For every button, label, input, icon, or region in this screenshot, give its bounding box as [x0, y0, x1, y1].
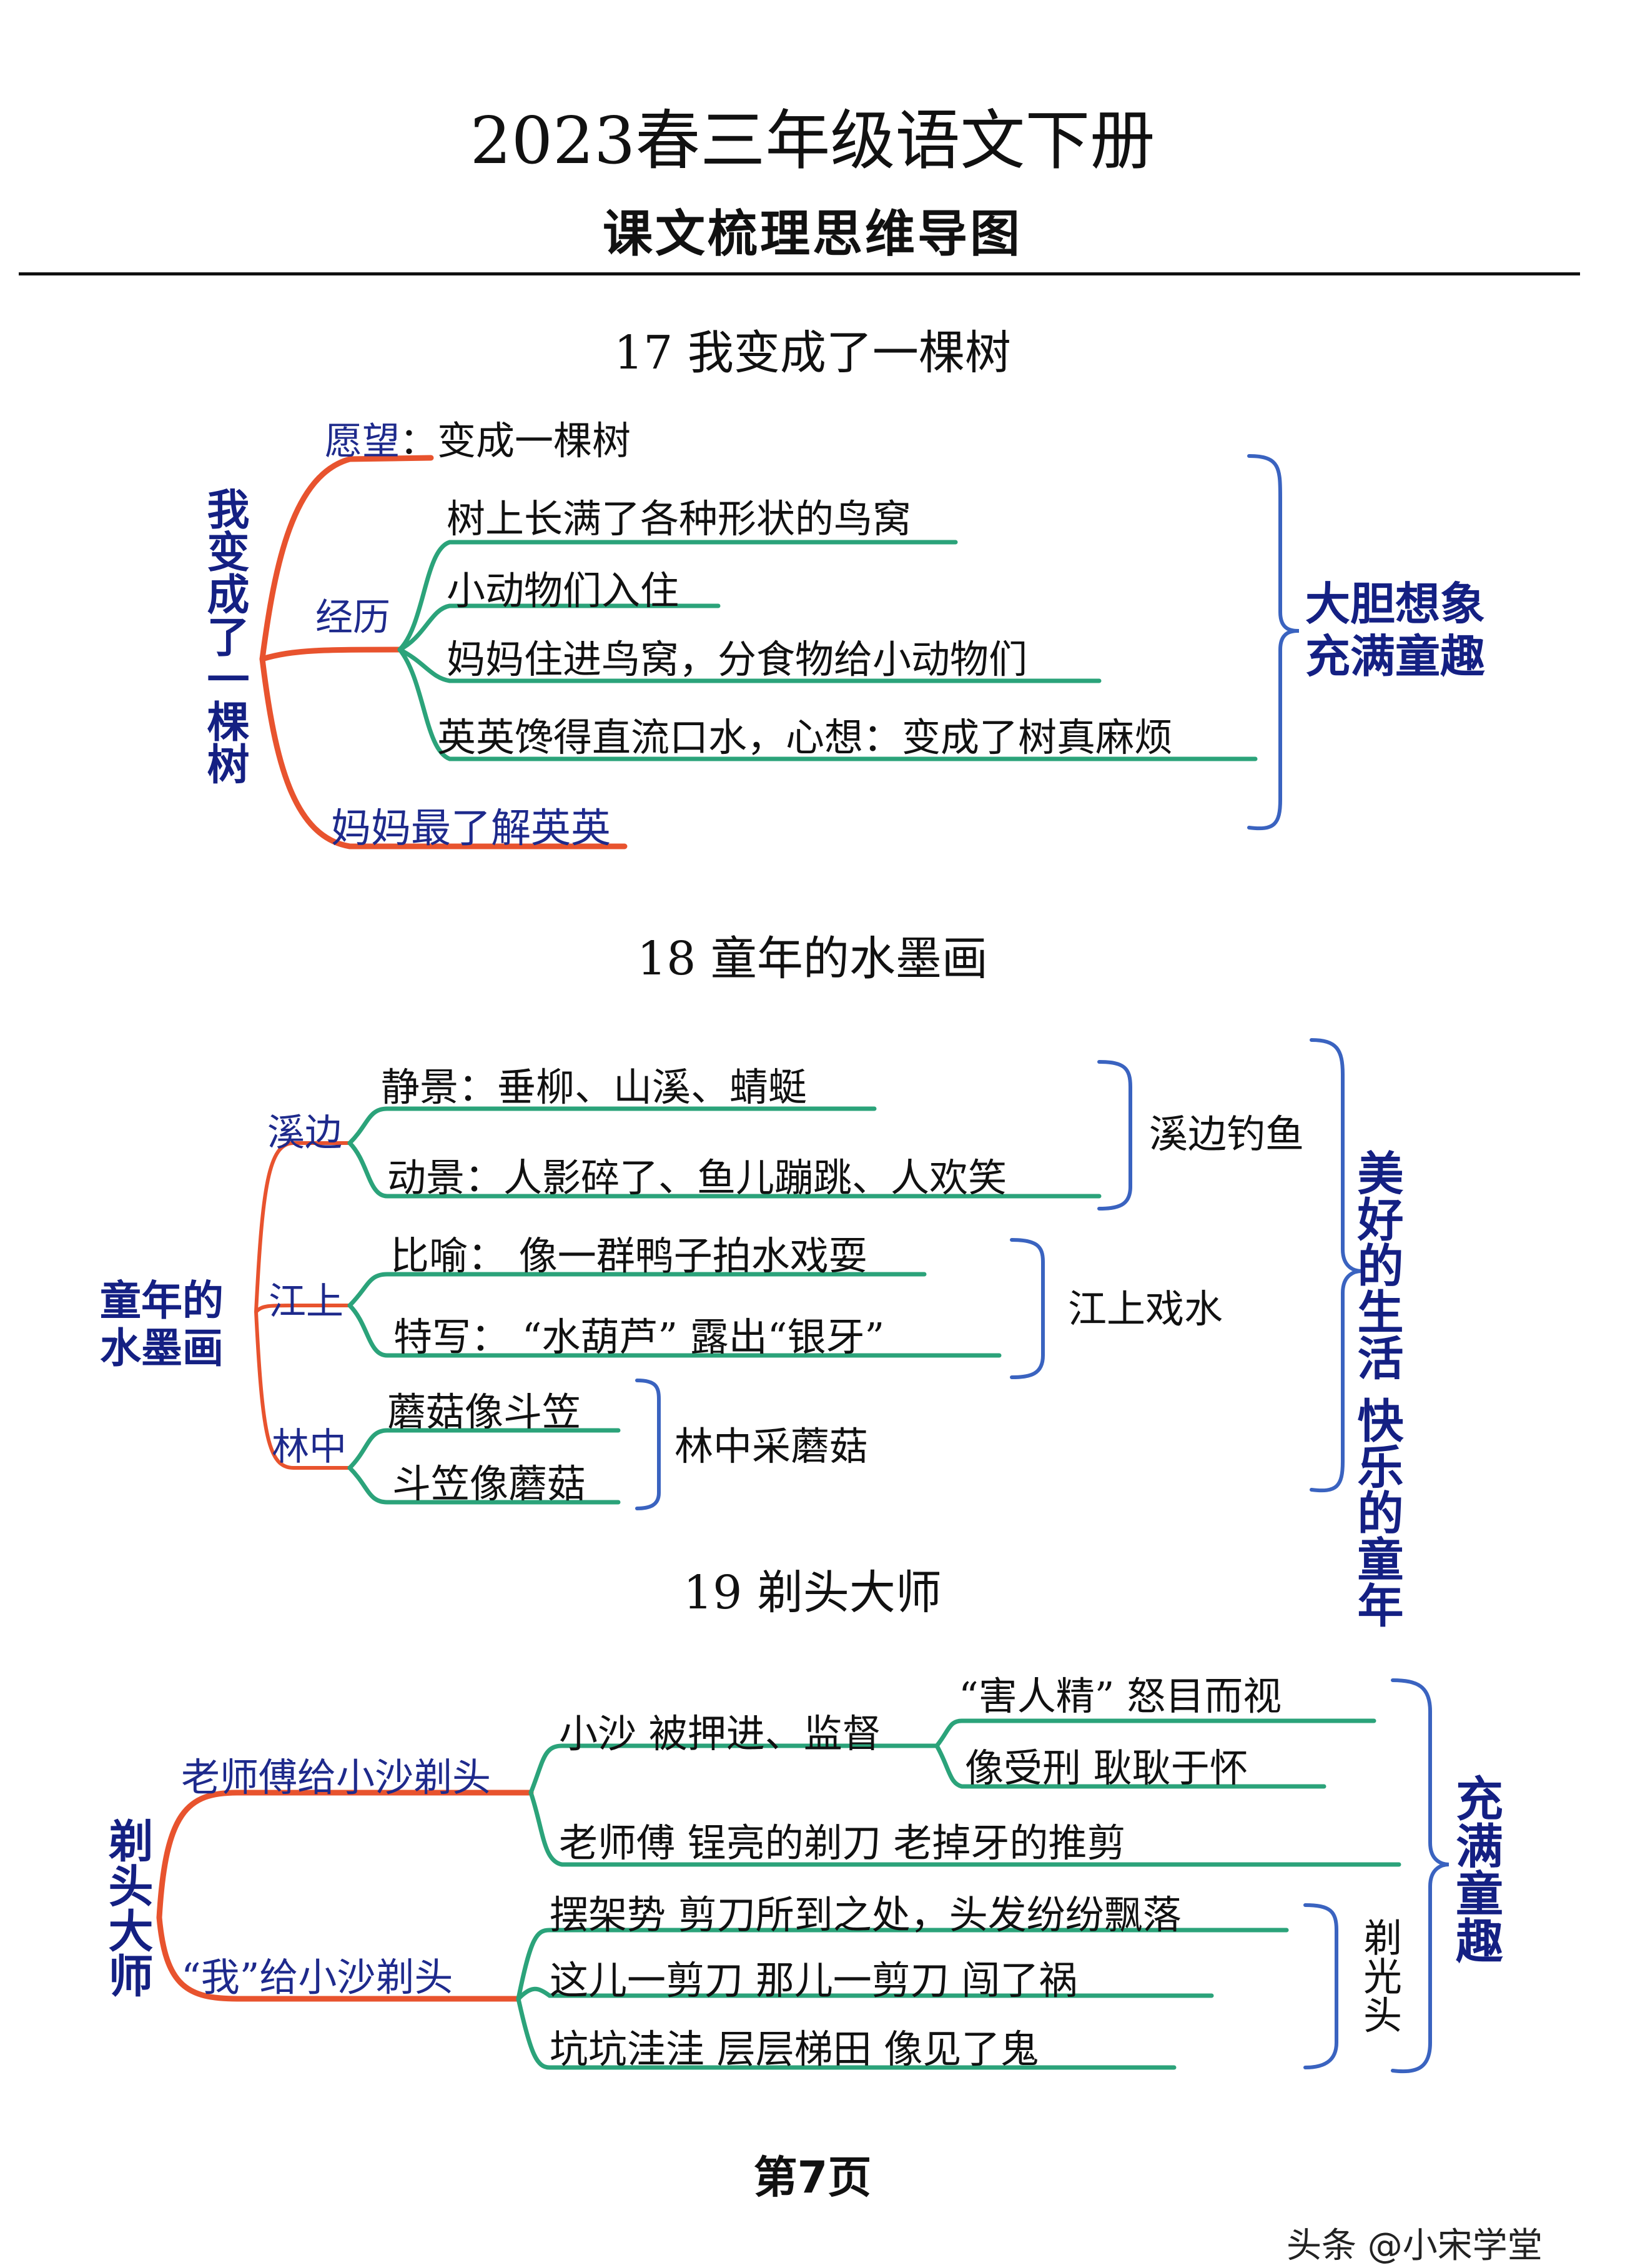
s18-branch-forest: 林中 — [272, 1425, 347, 1469]
page-number: 第7页 — [753, 2152, 872, 2203]
s18-summary-col-2: 快乐的童年 — [1350, 1396, 1403, 1628]
page-title: 2023春三年级语文下册 — [470, 102, 1155, 179]
s18-leaf-4: 特写： “水葫芦” 露出“银牙” — [393, 1314, 885, 1360]
s17-leaf-line-2 — [397, 603, 721, 652]
s18-leaf-6: 斗笠像蘑菇 — [392, 1461, 586, 1507]
s18-leaf-5: 蘑菇像斗笠 — [387, 1389, 581, 1435]
s18-leaf-2: 动景：人影碎了、鱼儿蹦跳、人欢笑 — [387, 1155, 1007, 1201]
s17-leaf-4: 英英馋得直流口水，心想：变成了树真麻烦 — [437, 715, 1173, 760]
watermark: 头条 @小宋学堂 — [1287, 2226, 1543, 2266]
s17-leaf-line-3 — [397, 647, 1102, 683]
s18-brace-2 — [1010, 1238, 1045, 1379]
s19-branch-me: “我”给小沙剃头 — [181, 1954, 453, 2000]
s19-leaf-line-6 — [516, 1986, 1214, 2001]
s18-leaf-line-4 — [347, 1303, 1002, 1358]
s19-sub-2: 老师傅 锃亮的剃刀 老掉牙的推剪 — [559, 1820, 1126, 1866]
s19-heading: 19 剃头大师 — [683, 1566, 942, 1620]
s18-leaf-line-2 — [347, 1141, 1102, 1199]
s18-summary: 美好的生活 快乐的童年 — [1350, 1149, 1403, 1628]
s18-branch-line-3 — [254, 1310, 352, 1470]
s19-leaf-line-2 — [528, 1790, 1401, 1867]
s18-summary-col-1: 美好的生活 — [1350, 1149, 1403, 1380]
s19-branch-line-1 — [156, 1790, 534, 1921]
s19-leaf-line-4 — [934, 1743, 1326, 1789]
s18-sum-3: 林中采蘑菇 — [674, 1424, 869, 1469]
s17-summary-brace — [1247, 454, 1300, 831]
s17-leaf-line-4 — [397, 647, 1258, 761]
s19-leaf-line-7 — [516, 1996, 1177, 2070]
s19-leaf-2: 像受刑 耿耿于怀 — [965, 1745, 1248, 1791]
s18-root-line-2: 水墨画 — [100, 1324, 224, 1372]
s17-branch-experience: 经历 — [315, 596, 390, 640]
s18-leaf-3: 比喻： 像一群鸭子拍水戏耍 — [390, 1233, 867, 1279]
s18-leaf-line-6 — [347, 1465, 621, 1505]
title-divider — [19, 272, 1580, 275]
s17-heading: 17 我变成了一棵树 — [614, 326, 1011, 380]
s17-root: 我变成了一棵树 — [199, 487, 249, 785]
s18-heading: 18 童年的水墨画 — [637, 932, 988, 986]
s17-branch-wish-label: 愿望 — [325, 420, 400, 463]
s19-summary: 充满童趣 — [1448, 1774, 1503, 1964]
s19-leaf-line-5 — [516, 1928, 1289, 2001]
s19-leaf-line-3 — [934, 1718, 1376, 1748]
s19-leaf-5: 坑坑洼洼 层层梯田 像见了鬼 — [550, 2026, 1039, 2072]
s18-brace-3 — [635, 1379, 661, 1510]
s17-branch-mom: 妈妈最了解英英 — [331, 806, 611, 852]
s19-branch-master: 老师傅给小沙剃头 — [181, 1755, 491, 1800]
s19-leaf-3: 摆架势 剪刀所到之处，头发纷纷飘落 — [550, 1892, 1182, 1938]
s18-branch-line-1 — [254, 1141, 352, 1314]
s17-summary-line-1: 大胆想象 — [1305, 578, 1486, 630]
s17-branch-line-3 — [259, 656, 628, 849]
s18-branch-river: 江上 — [269, 1280, 343, 1324]
s18-branch-stream: 溪边 — [267, 1111, 342, 1155]
s17-branch-wish-text: 变成一棵树 — [437, 418, 631, 463]
s18-sum-2: 江上戏水 — [1068, 1286, 1223, 1332]
s19-sub-1: 小沙 被押进、监督 — [559, 1711, 881, 1756]
s19-brace-1 — [1303, 1903, 1338, 2069]
s19-leaf-1: “害人精” 怒目而视 — [959, 1673, 1282, 1719]
s18-leaf-line-3 — [347, 1272, 927, 1308]
s19-summary-brace — [1391, 1678, 1450, 2074]
s17-leaf-1: 树上长满了各种形状的鸟窝 — [447, 496, 912, 542]
s18-root: 童年的 水墨画 — [100, 1277, 224, 1372]
s19-leaf-line-1 — [528, 1743, 939, 1795]
s18-branch-line-2 — [254, 1304, 352, 1314]
s17-leaf-2: 小动物们入住 — [447, 568, 679, 613]
s17-branch-wish: 愿望：变成一棵树 — [325, 418, 631, 463]
s19-leaf-4: 这儿一剪刀 那儿一剪刀 闯了祸 — [550, 1958, 1078, 2003]
s18-root-line-1: 童年的 — [100, 1277, 224, 1325]
s17-leaf-3: 妈妈住进鸟窝，分食物给小动物们 — [447, 636, 1028, 682]
page-subtitle: 课文梳理思维导图 — [603, 205, 1022, 263]
s17-leaf-line-1 — [397, 540, 958, 652]
s17-branch-line-1 — [259, 455, 434, 662]
s18-leaf-1: 静景：垂柳、山溪、蜻蜓 — [381, 1064, 808, 1110]
s18-leaf-line-5 — [347, 1428, 621, 1470]
s17-branch-line-2 — [259, 646, 403, 662]
s18-summary-brace — [1310, 1038, 1362, 1493]
s18-brace-1 — [1097, 1060, 1132, 1211]
s19-sum-1: 剃光头 — [1356, 1918, 1402, 2034]
s18-leaf-line-1 — [347, 1106, 877, 1146]
s17-summary-line-2: 充满童趣 — [1305, 630, 1486, 683]
s18-sum-1: 溪边钓鱼 — [1149, 1111, 1305, 1157]
s17-summary: 大胆想象 充满童趣 — [1305, 578, 1485, 683]
s19-root: 剃头大师 — [101, 1818, 153, 1998]
s19-branch-line-2 — [156, 1914, 521, 2002]
